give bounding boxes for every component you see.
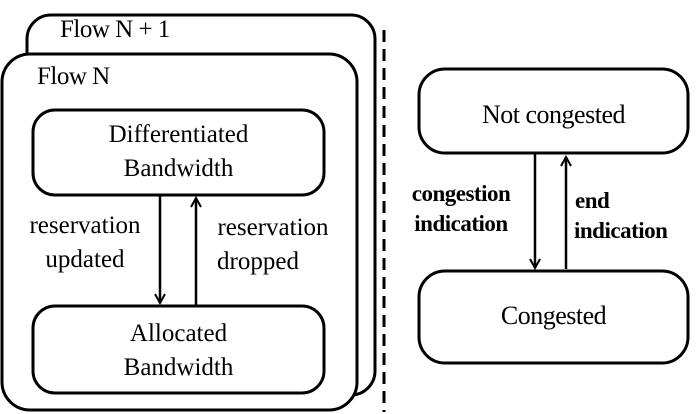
not-congested-state xyxy=(417,67,690,155)
allocated-bandwidth-state xyxy=(31,304,326,395)
reservation-updated-label-line-2: updated xyxy=(45,246,125,273)
congestion-indication-label-line-1: congestion xyxy=(411,181,511,206)
congested-state xyxy=(417,269,690,365)
allocated-bandwidth-label-line-1: Allocated xyxy=(129,320,228,347)
end-indication-label-line-1: end xyxy=(575,188,610,213)
congested-label: Congested xyxy=(500,301,607,330)
congestion-indication-label-line-2: indication xyxy=(414,211,508,236)
flow-n-plus-1-label: Flow N + 1 xyxy=(60,16,170,43)
not-congested-label: Not congested xyxy=(482,100,625,129)
reservation-dropped-label-line-1: reservation xyxy=(217,214,329,241)
reservation-updated-label-line-1: reservation xyxy=(29,212,141,239)
differentiated-bandwidth-label-line-2: Bandwidth xyxy=(123,155,234,182)
allocated-bandwidth-label-line-2: Bandwidth xyxy=(123,354,234,381)
end-indication-label-line-2: indication xyxy=(574,218,668,243)
reservation-dropped-label-line-2: dropped xyxy=(217,248,299,275)
flow-n-label: Flow N xyxy=(37,63,110,90)
differentiated-bandwidth-state xyxy=(31,108,326,197)
differentiated-bandwidth-label-line-1: Differentiated xyxy=(108,121,249,148)
